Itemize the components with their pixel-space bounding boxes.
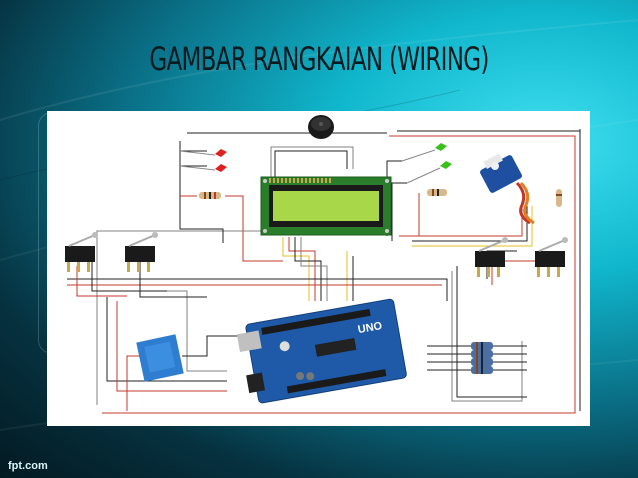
green-led-1 [401, 143, 447, 162]
resistor-bank [471, 342, 493, 374]
wire [282, 237, 310, 301]
relay-module-component [136, 334, 184, 382]
wire [225, 195, 283, 262]
wire [106, 297, 227, 382]
wire [116, 301, 227, 392]
wires [67, 129, 581, 414]
wire [288, 237, 316, 301]
lcd-display-component [260, 176, 392, 236]
wire [96, 230, 267, 405]
wire [391, 182, 407, 241]
green-led-2 [406, 161, 452, 184]
wire [412, 206, 523, 237]
resistor-bank-4 [471, 366, 493, 374]
wire [76, 266, 127, 297]
resistor-bank-3 [471, 358, 493, 366]
resistor-bank-2 [471, 350, 493, 358]
wire [399, 193, 420, 237]
slide-title: GAMBAR RANGKAIAN (WIRING) [149, 40, 489, 78]
wiring-diagram: UNO [65, 115, 581, 414]
wiring-diagram-panel: UNO [47, 111, 590, 426]
wire [451, 271, 523, 402]
wire [294, 237, 322, 301]
wire [182, 335, 247, 357]
arduino-uno-board: UNO [236, 298, 407, 404]
buzzer-component [308, 115, 334, 139]
limit-switch-3 [475, 237, 508, 277]
resistor-bank-1 [471, 342, 493, 350]
wire [139, 261, 207, 298]
resistor-edge [556, 189, 562, 207]
wire [412, 206, 533, 247]
wire [179, 141, 224, 243]
wire [300, 237, 328, 301]
red-led-2 [179, 164, 227, 172]
wire [456, 266, 527, 398]
red-led-1 [179, 149, 227, 157]
resistor-right [427, 189, 447, 196]
servo-motor-component [480, 153, 535, 225]
wire [270, 146, 354, 183]
wire [91, 261, 167, 292]
wire [274, 150, 348, 181]
arduino-board-label: UNO [357, 320, 384, 336]
footer-brand: fpt.com [8, 460, 48, 472]
limit-switch-1 [65, 232, 98, 272]
wire [102, 135, 576, 414]
limit-switch-4 [535, 237, 568, 277]
wire [67, 278, 448, 301]
resistor-left [199, 192, 221, 199]
limit-switch-2 [125, 232, 158, 272]
